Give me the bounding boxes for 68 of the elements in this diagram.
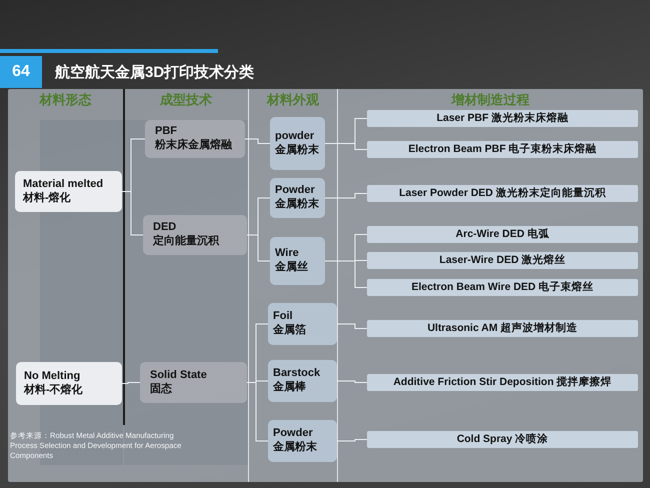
feedstock-box	[270, 117, 325, 170]
process-label: Laser Powder DED 激光粉末定向能量沉积	[398, 186, 607, 200]
feedstock-box	[268, 420, 337, 462]
process-label: Arc-Wire DED 电弧	[454, 228, 550, 242]
process-label: Additive Friction Stir Deposition 搅拌摩擦焊	[392, 376, 613, 390]
box-label: Foil	[273, 310, 294, 324]
box-label: DED	[153, 221, 178, 234]
process-bar	[367, 374, 638, 391]
process-bar	[367, 110, 638, 127]
feedstock-box	[268, 303, 337, 345]
column-header: 材料外观	[266, 91, 320, 109]
box-label: Powder	[273, 427, 314, 440]
category-box	[16, 362, 122, 405]
category-box	[15, 171, 122, 212]
box-label: powder	[275, 130, 316, 144]
box-label: 粉末床金属熔融	[155, 139, 233, 153]
technique-box	[140, 362, 247, 403]
process-bar	[367, 226, 638, 243]
connector-line	[122, 138, 146, 236]
box-label: 材料-不熔化	[24, 384, 84, 398]
process-bar	[367, 431, 638, 448]
connector-line	[336, 324, 368, 329]
box-label: 定向能量沉积	[153, 235, 220, 249]
box-label: PBF	[155, 125, 178, 138]
column-header: 增材制造过程	[450, 91, 530, 109]
process-label: Cold Spray 冷喷涂	[456, 432, 550, 446]
connector-line	[246, 324, 268, 442]
box-label: 金属粉末	[273, 441, 318, 455]
process-bar	[367, 185, 638, 202]
feedstock-box	[270, 178, 325, 218]
feedstock-box	[268, 360, 337, 402]
box-label: Material melted	[23, 178, 104, 192]
box-label: 金属棒	[273, 381, 307, 395]
column-header: 材料形态	[38, 91, 92, 109]
slide-title: 航空航天金属3D打印技术分类	[55, 63, 254, 82]
connector-line	[336, 380, 368, 383]
box-label: Solid State	[150, 368, 208, 382]
connector-line	[336, 439, 368, 442]
process-label: Ultrasonic AM 超声波增材制造	[426, 322, 579, 336]
connector-line	[244, 138, 270, 144]
process-label: Laser PBF 激光粉末床熔融	[436, 112, 570, 126]
connector-line	[324, 118, 368, 150]
process-bar	[367, 141, 638, 158]
feedstock-box	[270, 237, 325, 285]
box-label: 金属粉末	[275, 198, 320, 212]
box-label: No Melting	[24, 370, 82, 384]
process-bar	[367, 279, 638, 296]
process-label: Electron Beam PBF 电子束粉末床熔融	[407, 142, 598, 156]
technique-box	[145, 120, 245, 158]
box-label: Barstock	[273, 367, 322, 380]
connector-line	[246, 198, 270, 262]
connector-line	[122, 382, 140, 384]
box-label: 金属丝	[275, 261, 309, 275]
box-label: 金属粉末	[275, 144, 320, 158]
connector-line	[324, 234, 368, 288]
box-label: 材料-熔化	[23, 192, 72, 206]
box-label: Wire	[275, 247, 300, 260]
page-number-tag: 64	[0, 56, 42, 88]
process-label: Electron Beam Wire DED 电子束熔丝	[410, 280, 595, 294]
connector-line	[324, 193, 368, 198]
technique-box	[143, 215, 247, 255]
process-bar	[367, 252, 638, 269]
column-header: 成型技术	[158, 91, 213, 109]
process-bar	[367, 320, 638, 337]
box-label: 金属箔	[273, 324, 307, 338]
box-label: 固态	[150, 382, 173, 396]
process-label: Laser-Wire DED 激光熔丝	[438, 254, 567, 268]
box-label: Powder	[275, 184, 316, 198]
